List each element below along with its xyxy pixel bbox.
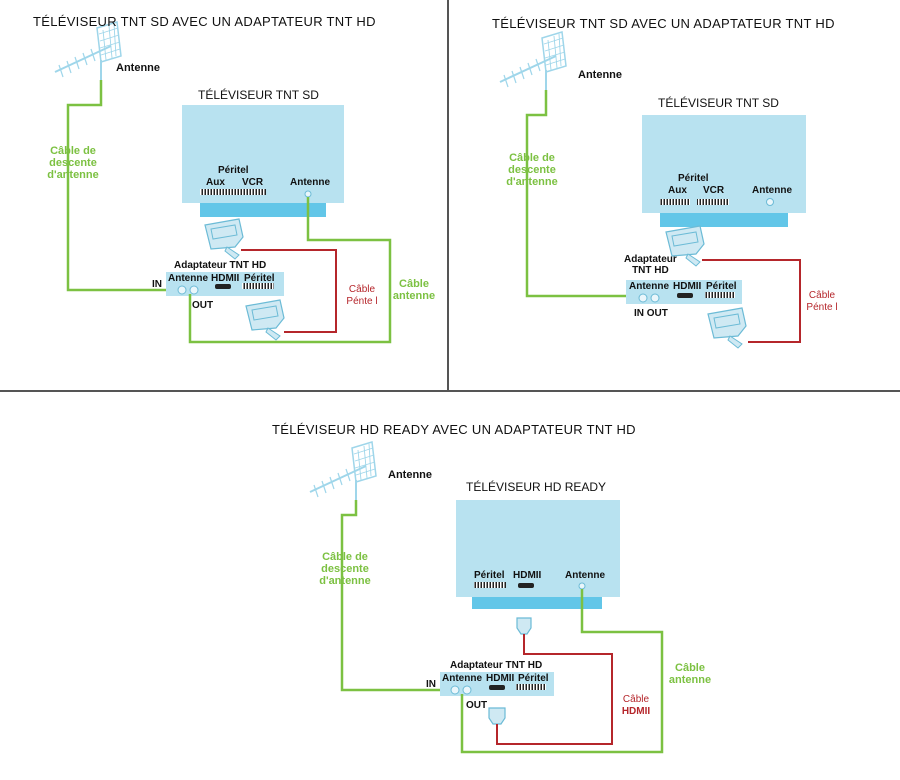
antenna-label: Antenne (116, 62, 160, 74)
antenna-icon (54, 21, 122, 81)
panel-1-graphics (54, 21, 392, 344)
tv-hdmi-label: HDMII (513, 570, 542, 581)
tv-antenne-label: Antenne (290, 177, 330, 188)
peritel-cable-label: Câble Pénte l (806, 290, 838, 313)
antenna-cable-label: Câble antenne (668, 662, 712, 686)
descent-cable-label: Câble de descente d'antenne (506, 152, 558, 188)
antenna-cable-label: Câble antenne (392, 278, 436, 302)
tv-peritel-label: Péritel (218, 165, 249, 176)
peritel-cable-label: Câble Pénte l (346, 284, 378, 307)
in-out-label: IN OUT (634, 308, 668, 319)
adapter-antenne-label: Antenne (168, 273, 208, 284)
horizontal-divider (0, 390, 900, 392)
tv-aux-label: Aux (668, 185, 687, 196)
tv-title: TÉLÉVISEUR TNT SD (198, 88, 319, 102)
adapter-title: Adaptateur TNT HD (174, 260, 267, 271)
tv-vcr-label: VCR (703, 185, 725, 196)
adapter-hdmi-label: HDMII (211, 273, 240, 284)
in-label: IN (426, 679, 436, 690)
in-label: IN (152, 279, 162, 290)
antenna-label: Antenne (578, 69, 622, 81)
hdmi-cable-label: Câble HDMII (621, 694, 651, 717)
adapter-title: Adaptateur TNT HD (624, 254, 677, 276)
tv-title: TÉLÉVISEUR TNT SD (658, 96, 779, 110)
adapter-title: Adaptateur TNT HD (450, 660, 543, 671)
adapter-hdmi-label: HDMII (673, 281, 702, 292)
out-label: OUT (192, 300, 214, 311)
tv-vcr-label: VCR (242, 177, 264, 188)
tv-aux-label: Aux (206, 177, 225, 188)
adapter-antenne-label: Antenne (629, 281, 669, 292)
panel-2-title: TÉLÉVISEUR TNT SD AVEC UN ADAPTATEUR TNT… (492, 16, 835, 31)
antenna-label: Antenne (388, 469, 432, 481)
antenna-icon (309, 441, 377, 501)
vertical-divider (447, 0, 449, 390)
panel-2-graphics (499, 31, 806, 349)
descent-cable-label: Câble de descente d'antenne (319, 551, 371, 587)
antenna-icon (499, 31, 567, 91)
tv-peritel-label: Péritel (474, 570, 505, 581)
out-label: OUT (466, 700, 488, 711)
panel-3-title: TÉLÉVISEUR HD READY AVEC UN ADAPTATEUR T… (272, 422, 636, 437)
panel-3-graphics (309, 441, 664, 754)
tv-peritel-label: Péritel (678, 173, 709, 184)
adapter-peritel-label: Péritel (706, 281, 737, 292)
adapter-antenne-label: Antenne (442, 673, 482, 684)
adapter-peritel-label: Péritel (244, 273, 275, 284)
descent-cable-label: Câble de descente d'antenne (47, 145, 99, 181)
panel-1-title: TÉLÉVISEUR TNT SD AVEC UN ADAPTATEUR TNT… (33, 14, 376, 29)
tv-title: TÉLÉVISEUR HD READY (466, 480, 607, 494)
tv-antenne-label: Antenne (565, 570, 605, 581)
adapter-peritel-label: Péritel (518, 673, 549, 684)
tv-antenne-label: Antenne (752, 185, 792, 196)
adapter-hdmi-label: HDMII (486, 673, 515, 684)
